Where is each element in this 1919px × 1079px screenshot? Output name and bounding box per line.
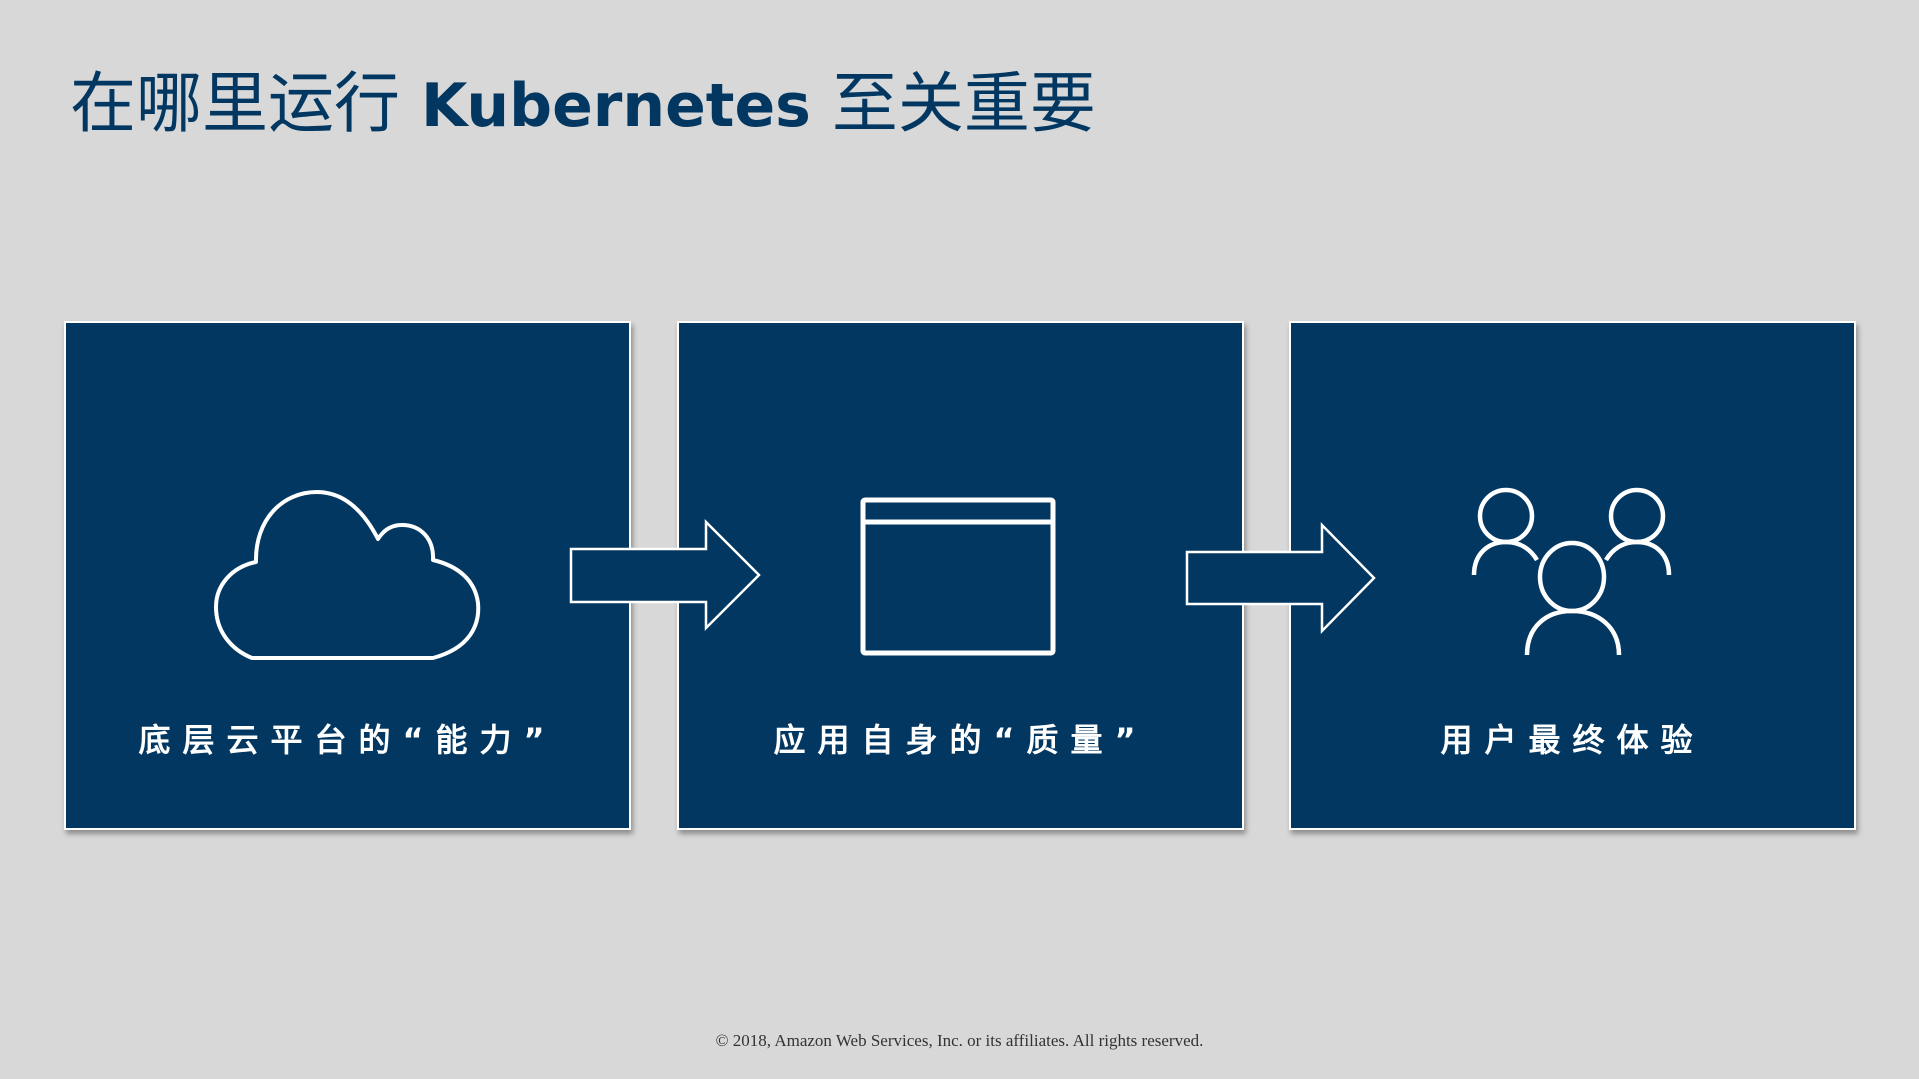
browser-window-icon [860, 497, 1056, 656]
users-group-icon [1471, 487, 1672, 656]
slide-title: 在哪里运行 Kubernetes 至关重要 [70, 62, 1096, 148]
card-label-app-quality: 应用自身的“质量” [773, 721, 1148, 759]
card-label-user-experience: 用户最终体验 [1440, 721, 1705, 759]
arrow-right-icon [569, 518, 761, 632]
slide-title-part1: 在哪里运行 [70, 65, 421, 142]
cloud-icon [214, 490, 481, 660]
footer-copyright: © 2018, Amazon Web Services, Inc. or its… [715, 1031, 1204, 1050]
slide-title-part2: 至关重要 [810, 65, 1096, 142]
arrow-right-icon [1185, 521, 1376, 635]
slide-title-kubernetes: Kubernetes [420, 71, 811, 141]
card-label-cloud-platform: 底层云平台的“能力” [138, 721, 557, 759]
